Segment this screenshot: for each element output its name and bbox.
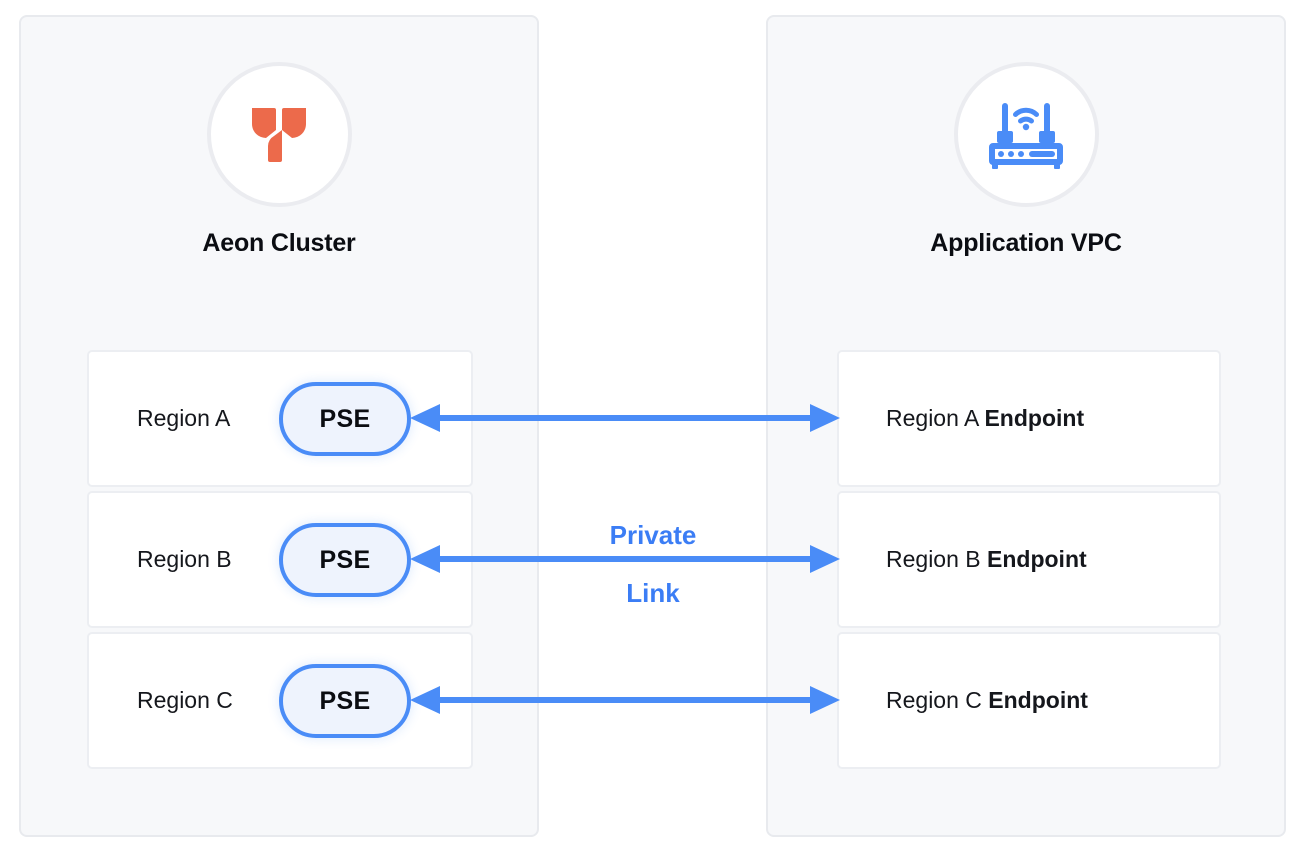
pse-badge-b[interactable]: PSE: [279, 523, 411, 597]
private-link-arrow-b: [410, 545, 840, 573]
endpoint-label-c-prefix: Region C: [886, 687, 989, 713]
private-link-arrow-c: [410, 686, 840, 714]
application-vpc-panel: Application VPC Region A Endpoint Region…: [766, 15, 1286, 837]
router-icon-circle: [953, 62, 1099, 207]
pse-badge-b-label: PSE: [319, 545, 371, 574]
pse-badge-c-label: PSE: [319, 686, 371, 715]
pse-badge-a[interactable]: PSE: [279, 382, 411, 456]
endpoint-row-a[interactable]: Region A Endpoint: [837, 350, 1221, 487]
router-wifi-icon: [989, 102, 1063, 169]
endpoint-label-c: Region C Endpoint: [839, 687, 1088, 714]
endpoint-label-b: Region B Endpoint: [839, 546, 1087, 573]
aeon-cluster-title: Aeon Cluster: [202, 229, 356, 257]
aeon-logo-icon: [252, 107, 306, 162]
endpoint-label-b-emphasis: Endpoint: [987, 546, 1087, 572]
application-vpc-title: Application VPC: [930, 229, 1122, 257]
application-vpc-header: Application VPC: [768, 62, 1284, 258]
aeon-cluster-panel: Aeon Cluster Region A Region B Region C: [19, 15, 539, 837]
endpoint-label-a: Region A Endpoint: [839, 405, 1084, 432]
endpoint-label-b-prefix: Region B: [886, 546, 988, 572]
aeon-logo-icon-circle: [206, 62, 352, 207]
region-label-b: Region B: [137, 546, 232, 572]
aeon-cluster-header: Aeon Cluster: [21, 62, 537, 258]
endpoint-row-c[interactable]: Region C Endpoint: [837, 632, 1221, 769]
region-label-a: Region A: [137, 405, 231, 431]
pse-badge-a-label: PSE: [319, 404, 371, 433]
pse-badge-c[interactable]: PSE: [279, 664, 411, 738]
endpoint-row-b[interactable]: Region B Endpoint: [837, 491, 1221, 628]
private-link-arrow-a: [410, 404, 840, 432]
endpoint-label-a-emphasis: Endpoint: [984, 405, 1085, 431]
region-label-c: Region C: [137, 687, 233, 713]
endpoint-label-c-emphasis: Endpoint: [988, 687, 1088, 713]
endpoint-label-a-prefix: Region A: [886, 405, 985, 431]
